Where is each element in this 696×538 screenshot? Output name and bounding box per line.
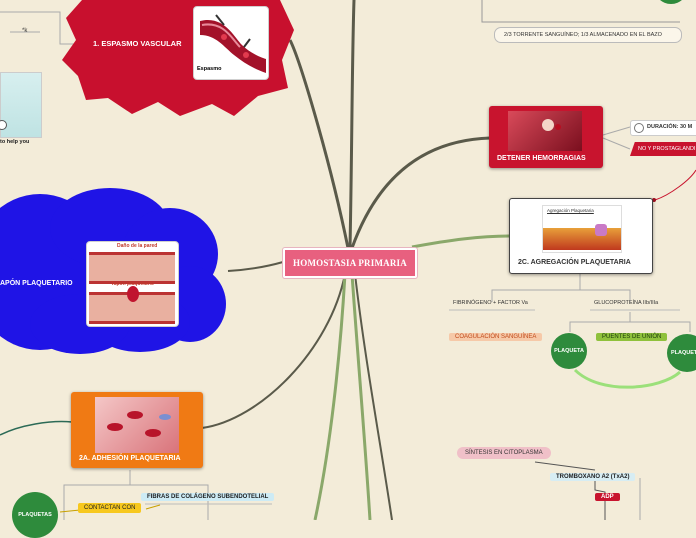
blood-vessel-icon: [200, 14, 266, 73]
tromboxano-node[interactable]: TROMBOXANO A2 (TxA2): [550, 473, 636, 481]
detener-hemorragias-title: DETENER HEMORRAGIAS: [497, 155, 586, 162]
detener-hemorragias-node[interactable]: DETENER HEMORRAGIAS: [489, 106, 603, 168]
fibras-node[interactable]: FIBRAS DE COLÁGENO SUBENDOTELIAL: [141, 493, 275, 501]
bandage-icon: [542, 119, 561, 131]
plaqueta-left-node[interactable]: PLAQUETA: [551, 333, 587, 369]
agregacion-image-caption: Agregación Plaquetaria: [547, 208, 594, 213]
tapon-image-mid: Tapón plaquetario: [111, 281, 154, 287]
green-node-top-right[interactable]: [654, 0, 688, 4]
adhesion-title: 2A. ADHESIÓN PLAQUETARIA: [79, 455, 181, 462]
contactan-node[interactable]: CONTACTAN CON: [78, 503, 142, 513]
espasmo-image: Espasmo: [193, 6, 269, 80]
adp-node[interactable]: ADP: [595, 493, 620, 501]
plaqueta-right-node[interactable]: PLAQUETA: [667, 334, 696, 372]
agregacion-title: 2C. AGREGACIÓN PLAQUETARIA: [518, 259, 631, 266]
prostaglandinas-label: NO Y PROSTAGLANDI: [638, 146, 696, 152]
sintesis-node[interactable]: SÍNTESIS EN CITOPLASMA: [457, 447, 551, 459]
torrente-label: 2/3 TORRENTE SANGUÍNEO; 1/3 ALMACENADO E…: [504, 32, 662, 38]
espasmo-image-caption: Espasmo: [197, 66, 222, 72]
espasmo-side-label: *k: [22, 28, 28, 34]
adhesion-node[interactable]: 2A. ADHESIÓN PLAQUETARIA: [71, 392, 203, 468]
puentes-node[interactable]: PUENTES DE UNIÓN: [596, 333, 668, 341]
duracion-label: DURACIÓN: 30 M: [647, 124, 693, 130]
espasmo-vascular-title: 1. ESPASMO VASCULAR: [93, 39, 182, 48]
blood-cells-icon: [107, 411, 171, 437]
tapon-image-top: Daño de la pared: [117, 243, 158, 249]
prostaglandinas-node[interactable]: NO Y PROSTAGLANDI: [630, 142, 696, 156]
detener-image: [508, 111, 582, 151]
clock-icon: [0, 120, 7, 130]
tapon-plaquetario-title: APÓN PLAQUETARIO: [0, 280, 73, 287]
torrente-node[interactable]: 2/3 TORRENTE SANGUÍNEO; 1/3 ALMACENADO E…: [494, 27, 682, 43]
vessel-top-icon: [89, 252, 175, 284]
vessel-icon: [543, 228, 621, 250]
plaquetas-node[interactable]: PLAQUETAS: [12, 492, 58, 538]
connector-dot: [652, 198, 656, 202]
center-node[interactable]: HOMOSTASIA PRIMARIA: [283, 248, 417, 278]
adhesion-image: [95, 397, 179, 453]
tapon-image: Daño de la pared Tapón plaquetario: [86, 241, 179, 327]
duracion-node[interactable]: DURACIÓN: 30 M: [630, 120, 696, 136]
left-partial-text: to help you: [0, 139, 30, 145]
clock-icon: [634, 123, 644, 133]
coagulacion-node[interactable]: COAGULACIÓN SANGUÍNEA: [449, 333, 543, 341]
agregacion-image: Agregación Plaquetaria: [542, 205, 622, 253]
fibrinogeno-label[interactable]: FIBRINÓGENO + FACTOR Va: [453, 300, 528, 306]
platelet-cluster-icon: [595, 224, 607, 236]
left-partial-image: [0, 72, 42, 138]
glucoproteina-label[interactable]: GLUCOPROTEÍNA IIb/IIIa: [594, 300, 659, 306]
platelet-plug-icon: [127, 286, 139, 302]
agregacion-node[interactable]: Agregación Plaquetaria 2C. AGREGACIÓN PL…: [509, 198, 653, 274]
